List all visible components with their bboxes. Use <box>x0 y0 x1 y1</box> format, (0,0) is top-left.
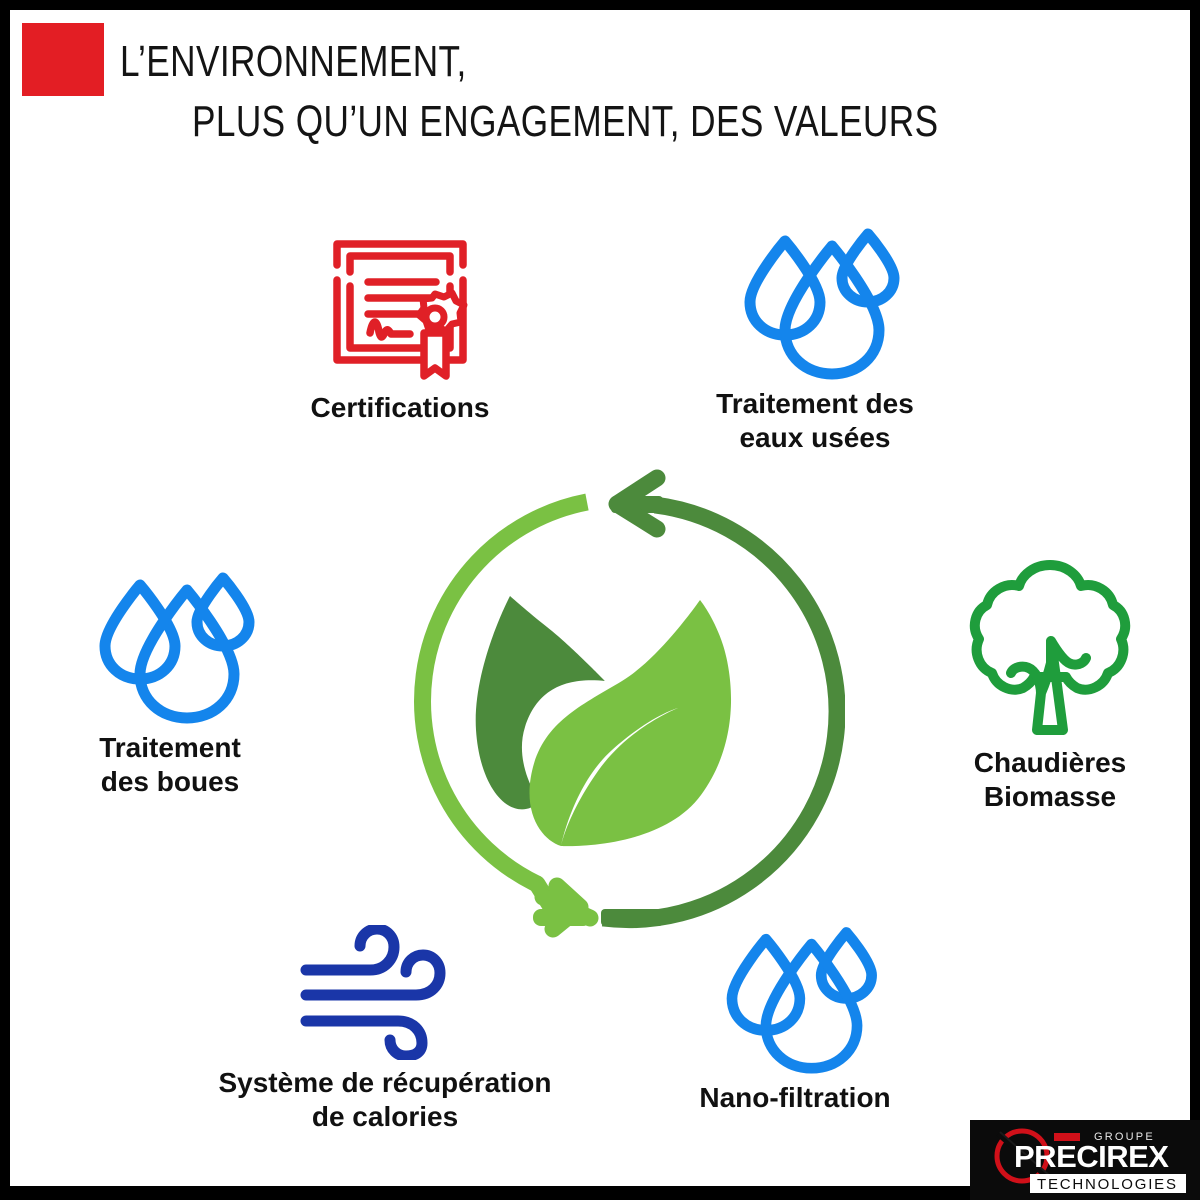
node-label-boues: Traitement des boues <box>99 732 241 797</box>
logo-red-tick <box>1054 1133 1080 1141</box>
certificate-icon <box>333 240 468 380</box>
arc-arrow-dark <box>601 469 845 929</box>
wind-icon <box>300 925 445 1060</box>
tree-icon <box>969 560 1131 735</box>
page-title: L’ENVIRONNEMENT, PLUS QU’UN ENGAGEMENT, … <box>120 32 1120 152</box>
water-drops-icon <box>726 927 877 1074</box>
logo-circle-icon <box>994 1128 1050 1184</box>
water-drops-icon <box>744 228 899 380</box>
arc-arrow-light <box>414 493 599 938</box>
node-boues[interactable]: Traitement des boues <box>40 560 300 799</box>
logo-sub-banner <box>1030 1174 1186 1193</box>
red-accent-square <box>22 23 104 96</box>
leaf-light <box>529 600 732 847</box>
seal-center <box>422 304 448 330</box>
node-nano[interactable]: Nano-filtration <box>650 915 940 1115</box>
precirex-logo-art: GROUPE PRECIREX TECHNOLOGIES <box>970 1120 1200 1200</box>
logo-groupe-text: GROUPE <box>1094 1131 1155 1143</box>
node-calories[interactable]: Système de récupération de calories <box>170 925 600 1134</box>
leaf-dark <box>475 596 605 810</box>
water-drops-icon <box>99 572 254 724</box>
precirex-logo[interactable]: GROUPE PRECIREX TECHNOLOGIES <box>970 1120 1200 1200</box>
node-label-nano: Nano-filtration <box>699 1082 891 1113</box>
node-label-biomasse: Chaudières Biomasse <box>973 747 1127 812</box>
node-label-calories: Système de récupération de calories <box>218 1067 552 1132</box>
title-line-1: L’ENVIRONNEMENT, <box>120 37 467 86</box>
node-biomasse[interactable]: Chaudières Biomasse <box>915 555 1185 814</box>
logo-sub-text: TECHNOLOGIES <box>1037 1176 1178 1193</box>
node-label-eaux-usees: Traitement des eaux usées <box>716 388 914 453</box>
node-label-certifications: Certifications <box>310 392 490 423</box>
title-line-2: PLUS QU’UN ENGAGEMENT, DES VALEURS <box>192 97 939 146</box>
recycle-leaf-cycle <box>414 469 845 938</box>
node-certifications[interactable]: Certifications <box>260 220 540 425</box>
seal-ribbon <box>420 329 450 380</box>
logo-main-text: PRECIREX <box>1014 1139 1169 1174</box>
node-eaux-usees[interactable]: Traitement des eaux usées <box>670 216 960 455</box>
logo-slash-icon <box>999 1131 1051 1177</box>
logo-slash-mask <box>996 1132 1050 1180</box>
white-content-card: L’ENVIRONNEMENT, PLUS QU’UN ENGAGEMENT, … <box>10 10 1200 1200</box>
